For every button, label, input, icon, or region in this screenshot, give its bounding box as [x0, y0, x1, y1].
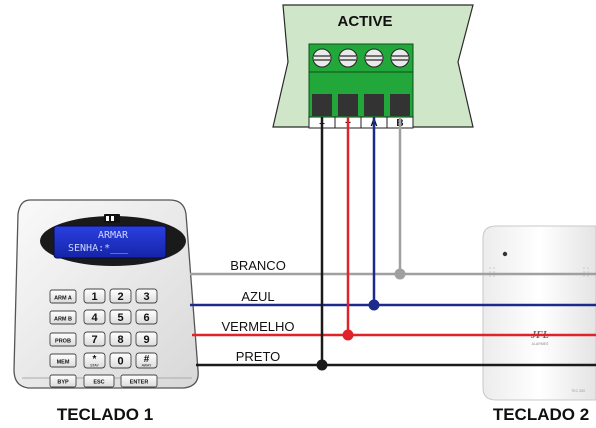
active-module: ACTIVE – + A B	[272, 4, 474, 129]
wire-preto	[196, 117, 596, 367]
key-arm-b-label: ARM B	[54, 317, 72, 323]
key-star-label: *	[93, 354, 97, 365]
key-1[interactable]	[83, 288, 106, 304]
screw-icon	[312, 48, 332, 68]
key-byp-label: BYP	[57, 380, 69, 386]
wire-label-vermelho: VERMELHO	[222, 319, 295, 334]
wire-slots	[312, 94, 410, 116]
module-title: ACTIVE	[337, 13, 392, 30]
lcd-line-1: ARMAR	[98, 230, 129, 241]
key-enter[interactable]	[120, 374, 158, 388]
key-3-label: 3	[143, 291, 149, 303]
keypad-1-keys: ARM A 1 2 3 ARM B 4 5 6 PROB 7 8 9	[49, 288, 158, 388]
wire-label-preto: PRETO	[236, 349, 281, 364]
keypad-2: JFL ALARMES TEC 300 TECLADO 2	[482, 225, 596, 424]
key-esc-label: ESC	[93, 380, 104, 386]
key-1-label: 1	[91, 291, 97, 303]
wire-slot	[312, 94, 332, 116]
wire-vermelho	[192, 117, 596, 337]
key-3[interactable]	[135, 288, 158, 304]
keypad-1: ARMAR SENHA:*___ ARM A 1 2 3 ARM B 4 5	[13, 199, 199, 424]
screw-icon	[338, 48, 358, 68]
key-2[interactable]	[109, 288, 132, 304]
keypad-2-model: TEC 300	[571, 389, 585, 393]
wire-label-azul: AZUL	[241, 289, 274, 304]
wire-azul	[190, 117, 596, 307]
key-8-label: 8	[117, 334, 123, 346]
key-2-label: 2	[117, 291, 123, 303]
key-5-label: 5	[117, 312, 123, 324]
key-star[interactable]	[83, 352, 106, 369]
key-6-label: 6	[143, 312, 149, 324]
key-7-label: 7	[91, 334, 97, 346]
key-esc[interactable]	[83, 374, 115, 388]
key-mem[interactable]	[49, 353, 77, 368]
wire-slot	[338, 94, 358, 116]
wire-slot	[390, 94, 410, 116]
junction-vermelho	[342, 329, 354, 341]
keypad-2-brand-sub: ALARMES	[532, 342, 549, 346]
key-prob[interactable]	[49, 332, 77, 347]
wire-branco	[190, 117, 596, 276]
wire-slot	[364, 94, 384, 116]
keypad-2-body	[482, 225, 596, 401]
keypad-2-vent-left	[489, 267, 495, 277]
key-mem-label: MEM	[57, 360, 70, 366]
wire-label-branco: BRANCO	[230, 258, 286, 273]
key-8[interactable]	[109, 331, 132, 347]
key-0-label: 0	[117, 356, 123, 368]
key-9[interactable]	[135, 331, 158, 347]
junction-azul	[368, 299, 380, 311]
keypad-1-caption: TECLADO 1	[57, 405, 153, 424]
key-enter-label: ENTER	[130, 380, 149, 386]
key-7[interactable]	[83, 331, 106, 347]
key-5[interactable]	[109, 309, 132, 325]
key-star-sublabel: STAY	[90, 364, 99, 368]
key-byp[interactable]	[49, 374, 77, 388]
keypad-1-logo	[104, 214, 120, 223]
key-0[interactable]	[109, 352, 132, 369]
screw-icon	[390, 48, 410, 68]
key-hash-sublabel: AWAY	[142, 364, 152, 368]
screw-icon	[364, 48, 384, 68]
key-arm-b[interactable]	[49, 310, 77, 325]
key-6[interactable]	[135, 309, 158, 325]
key-4[interactable]	[83, 309, 106, 325]
screw-terminals	[312, 48, 410, 68]
key-arm-a-label: ARM A	[54, 296, 72, 302]
keypad-1-lcd	[53, 225, 167, 259]
keypad-2-led-icon	[502, 251, 508, 257]
keypad-2-vent-right	[583, 267, 589, 277]
junction-preto	[316, 359, 328, 371]
lcd-line-2: SENHA:*___	[68, 243, 129, 254]
key-4-label: 4	[91, 312, 98, 324]
key-9-label: 9	[143, 334, 149, 346]
key-hash[interactable]	[135, 352, 158, 369]
wires: BRANCO AZUL VERMELHO PRETO	[190, 117, 596, 371]
junction-branco	[394, 268, 406, 280]
key-arm-a[interactable]	[49, 289, 77, 304]
key-hash-label: #	[144, 354, 150, 365]
keypad-2-caption: TECLADO 2	[493, 405, 589, 424]
key-prob-label: PROB	[55, 339, 71, 345]
